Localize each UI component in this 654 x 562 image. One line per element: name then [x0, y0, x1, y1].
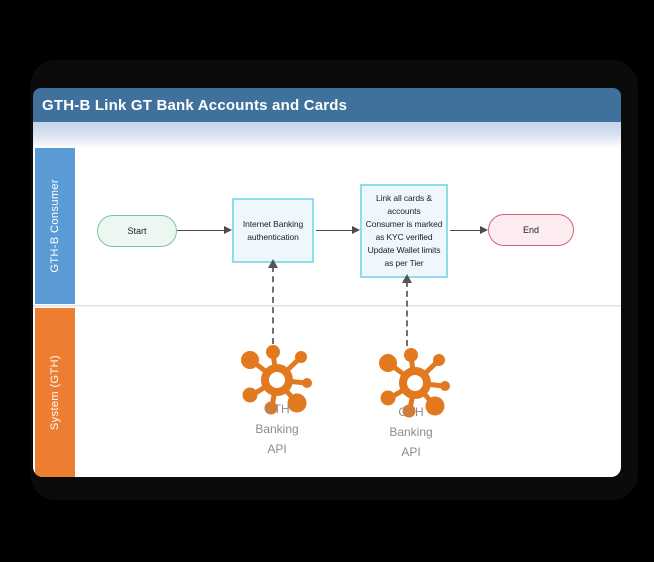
lane-label-system: System (GTH)	[35, 308, 75, 477]
diagram-title-bar: GTH-B Link GT Bank Accounts and Cards	[33, 88, 621, 122]
end-node: End	[488, 214, 574, 246]
arrow-start-to-auth	[177, 226, 232, 234]
dashed-connector-api1-to-auth	[268, 259, 278, 344]
arrow-auth-to-link	[316, 226, 360, 234]
task-link-cards-accounts: Link all cards & accounts Consumer is ma…	[360, 184, 448, 278]
flow-diagram: GTH-B Link GT Bank Accounts and Cards GT…	[33, 88, 621, 477]
diagram-title: GTH-B Link GT Bank Accounts and Cards	[42, 96, 348, 114]
start-node: Start	[97, 215, 177, 247]
diagram-canvas: GTH-B Consumer System (GTH) Start Intern…	[33, 148, 621, 477]
api-label: GTH Banking API	[255, 402, 299, 456]
api-label: GTH Banking API	[389, 405, 433, 459]
api-hub-icon	[379, 348, 450, 418]
api-hub-icon	[241, 345, 312, 415]
presentation-card: GTH-B Link GT Bank Accounts and Cards GT…	[30, 60, 638, 500]
lane-system-text: System (GTH)	[49, 354, 61, 431]
arrow-link-to-end	[450, 226, 488, 234]
lane-consumer-text: GTH-B Consumer	[49, 179, 61, 273]
dashed-connector-api2-to-link	[402, 274, 412, 346]
lane-divider	[33, 305, 621, 307]
task-internet-banking-auth: Internet Banking authentication	[232, 198, 314, 263]
pool-header-strip	[33, 122, 621, 148]
lane-label-consumer: GTH-B Consumer	[35, 148, 75, 304]
